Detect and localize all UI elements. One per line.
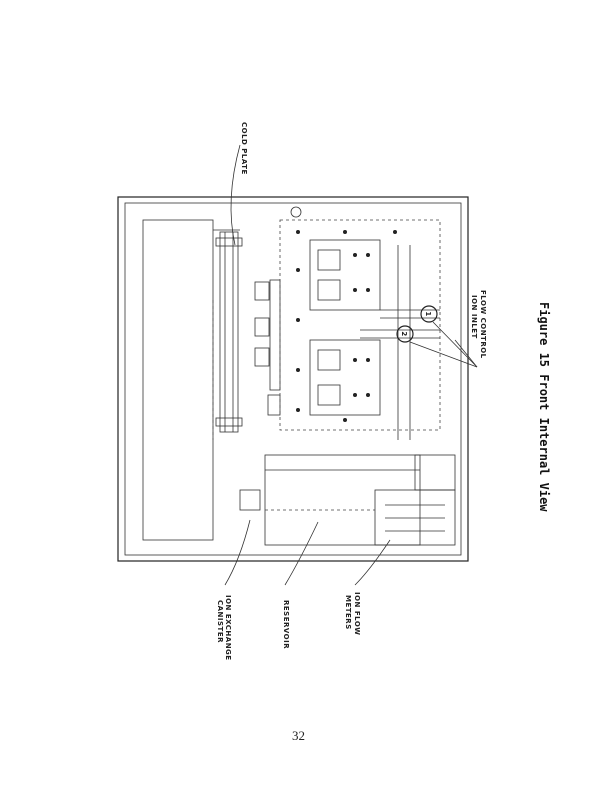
manifold	[254, 279, 281, 416]
cold-plate-leader	[230, 144, 241, 246]
enclosure-outline	[117, 196, 469, 562]
label-canister: CANISTER	[216, 600, 224, 643]
label-meters: METERS	[344, 595, 352, 630]
ion-flow-meters	[374, 454, 456, 546]
mounting-hole	[290, 206, 302, 218]
valve-plates	[279, 219, 441, 440]
cover-panel	[142, 219, 214, 541]
page-number: 32	[292, 728, 305, 743]
ion-inlet-flow-control: 1 2	[360, 305, 478, 368]
callout-circle-2	[396, 325, 414, 343]
reservoir	[239, 454, 421, 546]
reservoir-leader	[284, 521, 319, 586]
label-reservoir: RESERVOIR	[282, 600, 290, 649]
ion-exchange-canister	[239, 489, 261, 511]
callout-number-1: 1	[424, 311, 432, 316]
figure-caption: Figure 15 Front Internal View	[537, 302, 551, 512]
label-ion-exchange: ION EXCHANGE	[224, 595, 232, 661]
label-ion-flow: ION FLOW	[353, 592, 361, 636]
flow-meters-leader	[354, 539, 391, 586]
cold-plate	[212, 231, 243, 440]
enclosure-inner-outline	[124, 202, 462, 556]
callout-number-2: 2	[400, 331, 408, 336]
label-flow-control: FLOW CONTROL	[479, 290, 487, 359]
canister-leader	[224, 519, 251, 586]
callout-circle-1	[420, 305, 438, 323]
label-cold-plate: COLD PLATE	[240, 122, 248, 175]
label-ion-inlet: ION INLET	[470, 295, 478, 339]
